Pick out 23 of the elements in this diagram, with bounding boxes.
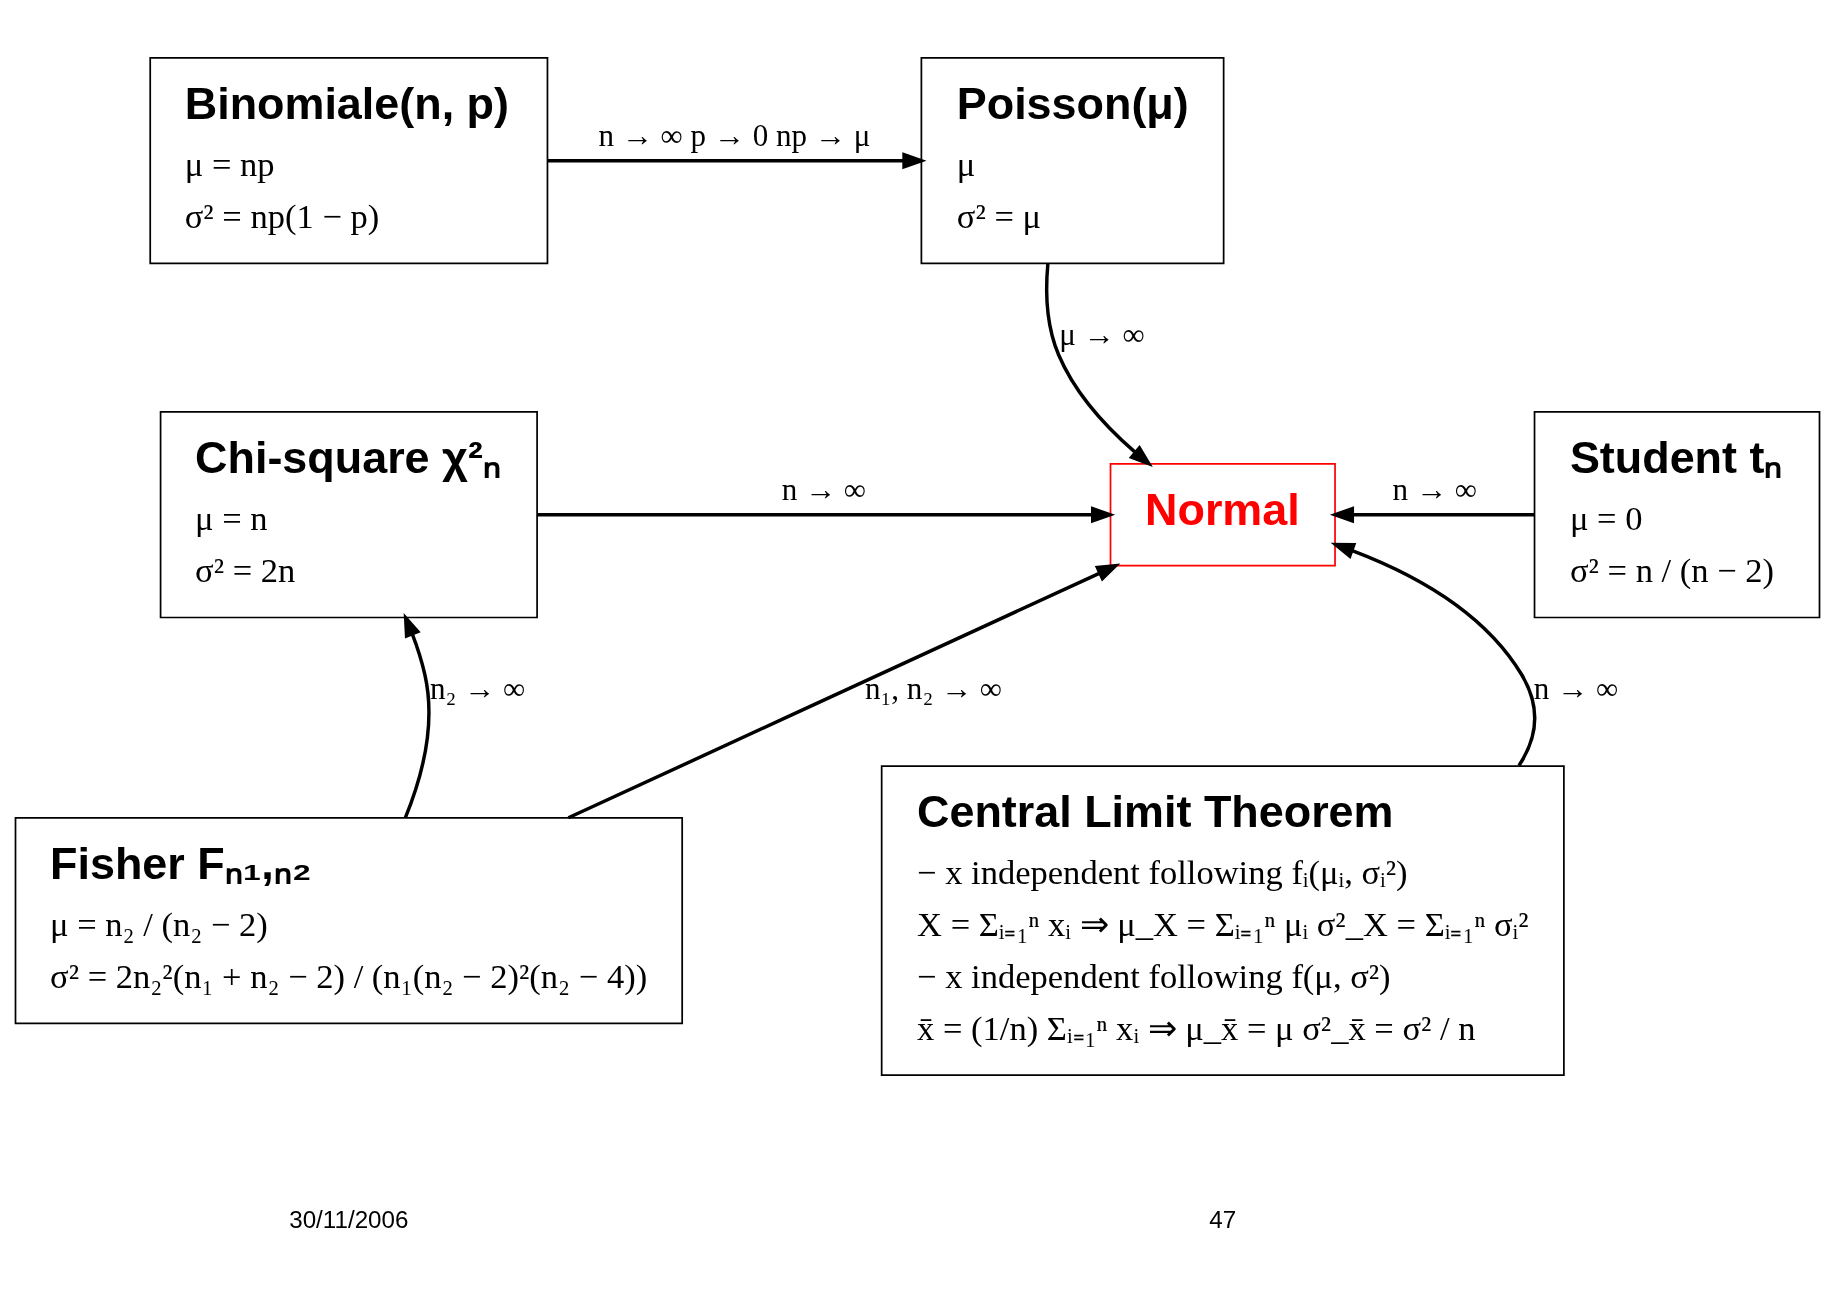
edge-label: n → ∞ (1392, 471, 1477, 507)
arrow (547, 151, 927, 169)
edge-label: n₂ → ∞ (429, 670, 526, 706)
arrow (567, 563, 1121, 819)
node-box: Normal (1109, 462, 1336, 567)
label: 47 (1209, 1205, 1237, 1233)
arrow (1329, 505, 1535, 523)
node-box: Binomiale(n, p) μ = np σ² = np(1 − p) (149, 56, 549, 264)
node-box: Fisher Fₙ₁,ₙ₂ μ = n₂ / (n₂ − 2) σ² = 2n₂²(n₁ + n₂ − 2) / (n₁(n₂ − 2)²(n₂ − 4)) (14, 816, 684, 1024)
edge-label: n₁, n₂ → ∞ (864, 670, 1003, 706)
edge-label: n → ∞ p → 0 np → μ (598, 117, 871, 153)
node-box: Chi-square χ²ₙ μ = n σ² = 2n (159, 410, 538, 618)
arrow (537, 505, 1116, 523)
node-box: Central Limit Theorem − x independent following fᵢ(μᵢ, σᵢ²) X = Σᵢ₌₁ⁿ xᵢ ⇒ μ_X = Σᵢ₌₁ⁿ μᵢ σ²_X = Σᵢ₌₁ⁿ σᵢ² − x independent following f(μ, σ²) x̄ = (1/n) Σᵢ₌₁ⁿ xᵢ ⇒ μ_x̄ = μ σ²_x̄ = σ² / n (880, 764, 1565, 1076)
arrow (403, 612, 431, 818)
edge-label: n → ∞ (781, 471, 866, 507)
arrow (1330, 542, 1537, 766)
node-box: Poisson(μ) μ σ² = μ (920, 56, 1225, 264)
node-box: Student tₙ μ = 0 σ² = n / (n − 2) (1533, 410, 1821, 618)
arrow (1044, 263, 1153, 467)
edge-label: n → ∞ (1533, 670, 1619, 706)
label: 30/11/2006 (289, 1205, 409, 1233)
edge-label: μ → ∞ (1059, 316, 1145, 352)
